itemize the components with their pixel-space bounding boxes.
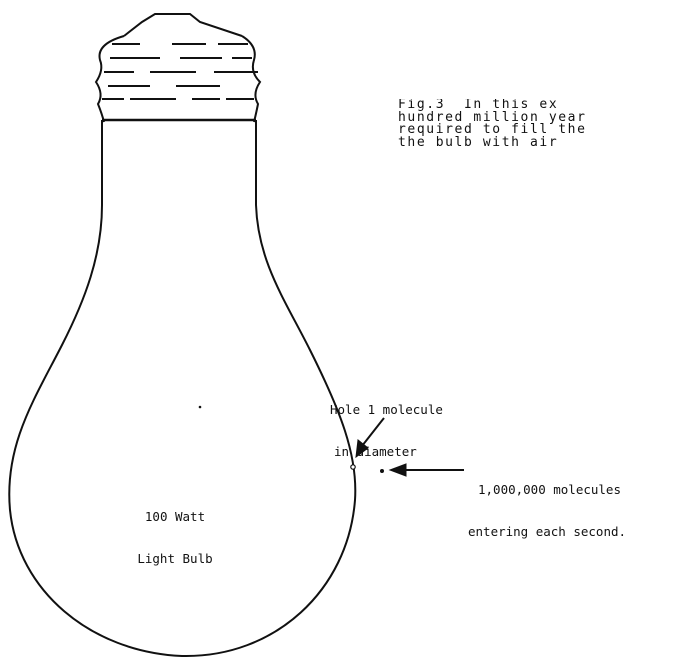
hole-label: Hole 1 molecule in diameter xyxy=(330,375,443,487)
molecule-label-line-2: entering each second. xyxy=(468,525,626,539)
bulb-label-line-1: 100 Watt xyxy=(120,510,230,524)
bulb-label: 100 Watt Light Bulb xyxy=(120,482,230,594)
molecule-label-line-1: 1,000,000 molecules xyxy=(468,483,626,497)
glass-speck xyxy=(199,406,202,409)
bulb-threads xyxy=(102,44,258,99)
bulb-cap-top xyxy=(124,14,242,36)
molecule-label: 1,000,000 molecules entering each second… xyxy=(468,455,626,567)
bulb-base-right-edge xyxy=(242,36,260,122)
bulb-label-line-2: Light Bulb xyxy=(120,552,230,566)
figure-caption: Fig.3 In this ex hundred million year re… xyxy=(398,99,679,149)
bulb-base-left-edge xyxy=(96,36,124,122)
hole-label-line-1: Hole 1 molecule xyxy=(330,403,443,417)
caption-line-4: the bulb with air xyxy=(398,137,679,150)
hole-label-line-2: in diameter xyxy=(330,445,443,459)
